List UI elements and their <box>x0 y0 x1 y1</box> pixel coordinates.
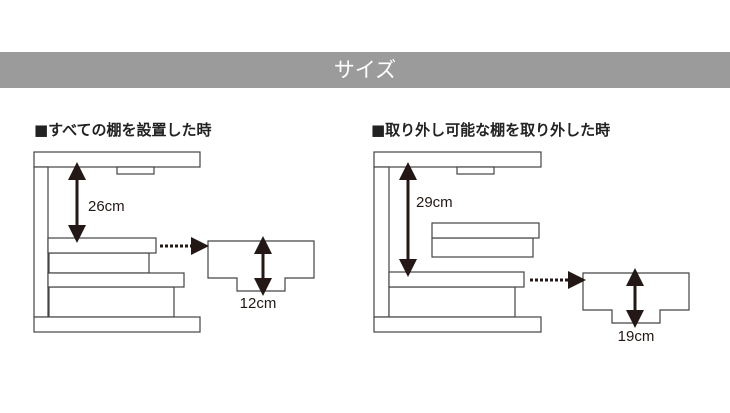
cabinet-all-shelves <box>33 151 201 333</box>
heading-all-shelves: ■すべての棚を設置した時 <box>34 121 212 139</box>
profile-label-right: 19cm <box>618 328 655 345</box>
cabinet-shelf-removed <box>373 151 542 333</box>
profile-label-left: 12cm <box>240 295 277 312</box>
shelf-profile-left <box>207 240 315 292</box>
heading-shelf-removed: ■取り外し可能な棚を取り外した時 <box>371 121 611 139</box>
height-label-left: 26cm <box>88 198 125 215</box>
height-label-right: 29cm <box>416 194 453 211</box>
section-title-banner: サイズ <box>0 52 730 88</box>
